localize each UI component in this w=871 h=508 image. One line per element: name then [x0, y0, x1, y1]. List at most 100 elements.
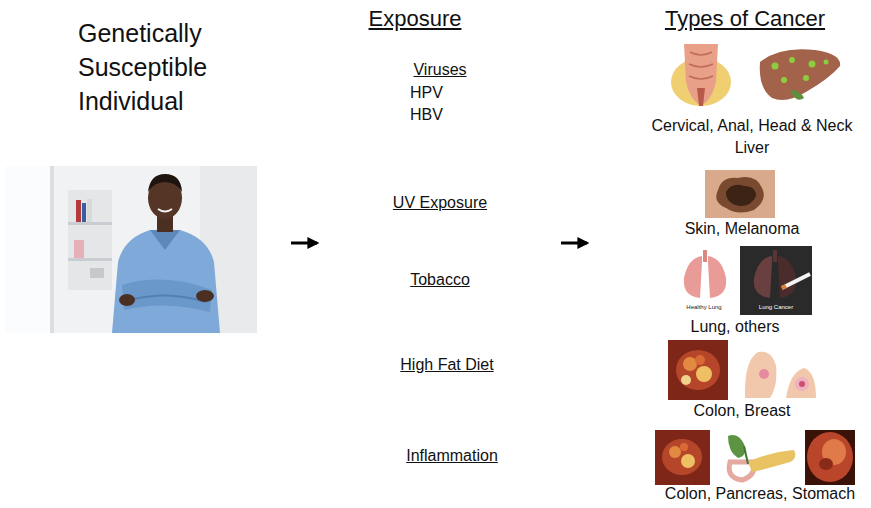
- colon-tumor-image: [681, 454, 695, 468]
- colon-tumor-image: [655, 430, 710, 485]
- liver-image: [789, 57, 795, 63]
- person-photo: [82, 203, 86, 222]
- melanoma-image: [726, 185, 756, 206]
- lung-image: [708, 256, 726, 298]
- person-photo: [74, 240, 84, 258]
- cancer-type: Lung, others: [691, 317, 780, 336]
- exposure-heading: High Fat Diet: [400, 355, 493, 374]
- cancer-type: Liver: [735, 138, 770, 157]
- stomach-endoscopy-image: [819, 458, 833, 470]
- colon-tumor-image: [676, 350, 720, 390]
- lung-image: [668, 246, 812, 315]
- lung-image: [703, 250, 707, 262]
- liver-image: [760, 49, 840, 100]
- person-photo: [76, 200, 81, 222]
- liver-image: [824, 60, 829, 65]
- colon-tumor-image: [662, 439, 702, 475]
- stomach-endoscopy-image: [807, 432, 853, 482]
- melanoma-image: [716, 177, 764, 212]
- pancreas-diagram-image: [748, 450, 795, 472]
- stomach-endoscopy-image: [805, 430, 855, 485]
- breast-diagram-image: [786, 368, 816, 398]
- exposure-heading: Tobacco: [410, 270, 470, 289]
- cancer-type: Colon, Breast: [694, 401, 791, 420]
- colon-tumor-image: [696, 366, 712, 382]
- liver-image: [772, 63, 779, 70]
- breast-diagram-image: [759, 369, 769, 379]
- liver-image: [781, 77, 787, 83]
- pancreas-diagram-image: [744, 446, 748, 464]
- person-photo: [5, 166, 50, 333]
- liver-image: [790, 90, 804, 100]
- exposure-heading: Viruses: [413, 60, 466, 79]
- anal-anatomy-image: [684, 44, 718, 106]
- virus-name: HPV: [410, 83, 443, 102]
- person-photo: [68, 258, 112, 261]
- anal-anatomy-image: [668, 42, 735, 108]
- exposure-heading: Inflammation: [406, 446, 498, 465]
- lung-image: [782, 274, 810, 288]
- liver-image: [757, 42, 842, 108]
- person-photo: [112, 230, 220, 333]
- liver-image: [757, 42, 842, 108]
- person-photo: [150, 230, 180, 250]
- breast-diagram-image: [799, 381, 805, 387]
- colon-tumor-image: [668, 340, 728, 400]
- person-photo: [68, 190, 112, 290]
- person-photo: [119, 294, 135, 306]
- lung-image: [778, 256, 796, 298]
- lung-image: [782, 286, 786, 288]
- person-photo: [5, 166, 257, 333]
- image-caption: Healthy Lung: [686, 304, 721, 311]
- subject-label: Genetically Susceptible Individual: [78, 16, 228, 118]
- lung-image: [754, 256, 772, 298]
- liver-image: [803, 75, 809, 81]
- person-photo: [148, 174, 182, 192]
- column-heading: Exposure: [369, 6, 462, 32]
- liver-image: [809, 61, 816, 68]
- lung-image: [668, 246, 740, 315]
- column-heading: Types of Cancer: [665, 6, 825, 32]
- colon-tumor-image: [668, 340, 728, 400]
- image-caption: Lung Cancer: [759, 304, 793, 311]
- pancreas-diagram-image: [728, 435, 745, 458]
- person-photo: [68, 222, 112, 225]
- pancreas-diagram-image: [713, 430, 800, 485]
- virus-name: HBV: [410, 105, 443, 124]
- colon-tumor-image: [695, 355, 705, 365]
- person-photo: [130, 295, 206, 302]
- person-photo: [50, 166, 54, 333]
- anal-anatomy-image: [689, 52, 713, 79]
- cancer-type: Skin, Melanoma: [685, 219, 800, 238]
- stomach-endoscopy-image: [805, 430, 855, 485]
- exposure-heading: UV Exposure: [393, 193, 487, 212]
- person-photo: [196, 290, 214, 302]
- person-photo: [90, 268, 104, 278]
- colon-tumor-image: [683, 357, 697, 371]
- arrow-symbol: [291, 242, 317, 245]
- breast-diagram-image: [733, 340, 818, 400]
- breast-diagram-image: [745, 352, 776, 398]
- melanoma-image: [705, 170, 775, 218]
- cancer-type: Cervical, Anal, Head & Neck: [652, 116, 853, 135]
- person-photo: [5, 166, 257, 333]
- pancreas-diagram-image: [713, 430, 800, 485]
- lung-image: [773, 250, 777, 262]
- cancer-type: Colon, Pancreas, Stomach: [665, 484, 855, 503]
- lung-image: [684, 256, 702, 298]
- person-photo: [158, 209, 172, 212]
- melanoma-image: [705, 170, 775, 218]
- arrow-symbol: [291, 243, 587, 244]
- colon-tumor-image: [681, 375, 691, 385]
- breast-diagram-image: [795, 377, 809, 391]
- breast-diagram-image: [733, 340, 818, 400]
- colon-tumor-image: [655, 430, 710, 485]
- person-photo: [87, 199, 92, 222]
- anal-anatomy-image: [697, 88, 705, 106]
- colon-tumor-image: [680, 443, 688, 451]
- lung-image: [740, 246, 812, 315]
- arrow-symbol: [561, 242, 587, 245]
- anal-anatomy-image: [668, 42, 735, 108]
- colon-tumor-image: [669, 446, 681, 458]
